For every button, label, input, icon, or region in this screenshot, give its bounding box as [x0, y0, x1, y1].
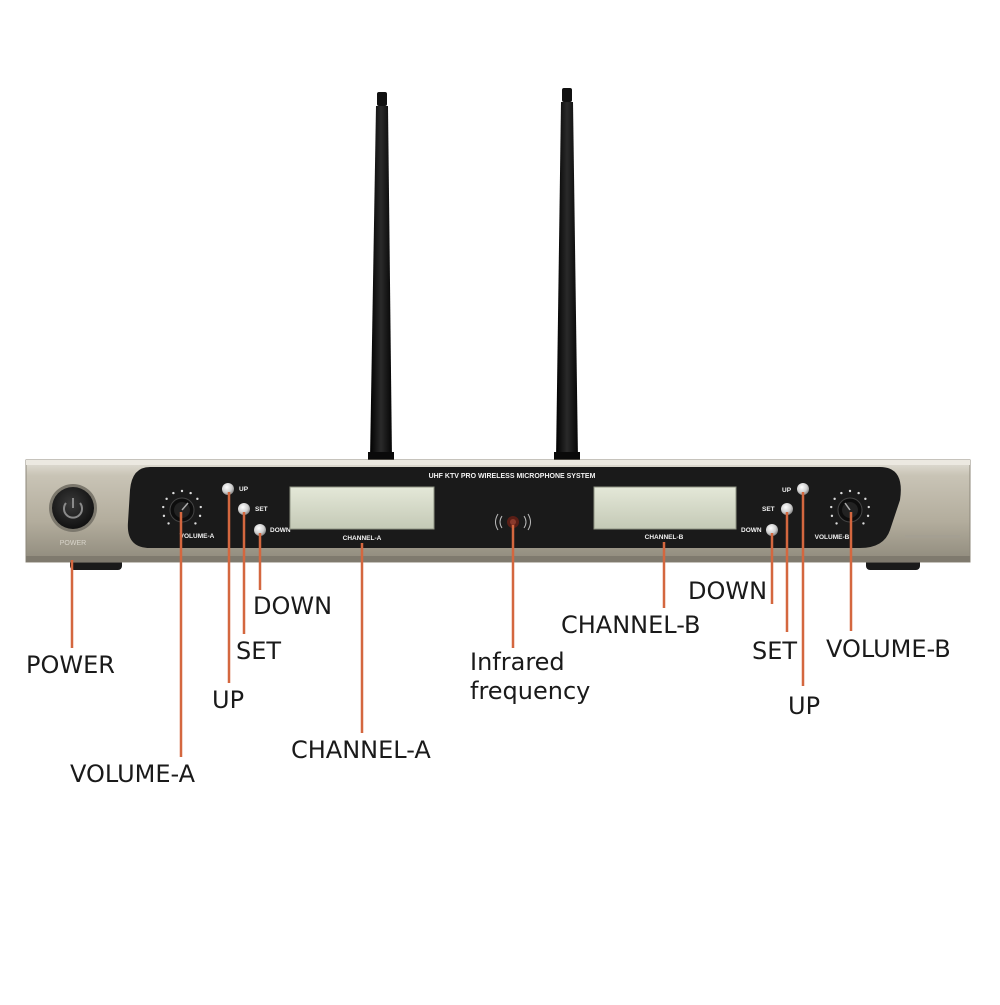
volume-scale-dot: [198, 514, 202, 518]
volume-scale-dot: [857, 491, 860, 495]
callout-infrared-line1: Infrared: [470, 648, 565, 676]
volume-scale-dot: [867, 505, 870, 509]
callout-down-b: DOWN: [688, 577, 768, 605]
volume-scale-dot: [199, 505, 202, 509]
volume-scale-dot: [194, 522, 197, 525]
callout-down-a: DOWN: [253, 592, 333, 620]
volume-scale-dot: [866, 514, 870, 518]
channel-b-display: [593, 486, 737, 530]
volume-scale-dot: [180, 489, 184, 493]
infrared-sensor: [495, 513, 531, 531]
callout-set-b: SET: [752, 637, 798, 665]
antenna-left: [368, 92, 394, 462]
volume-a-engraving: VOLUME-A: [180, 533, 215, 540]
volume-b-engraving: VOLUME-B: [815, 534, 850, 541]
set-a-engraving: SET: [255, 506, 268, 513]
channel-b-engraving: CHANNEL-B: [645, 534, 684, 541]
callout-channel-a: CHANNEL-A: [291, 736, 431, 764]
channel-a-engraving: CHANNEL-A: [343, 535, 382, 542]
antenna-right: [554, 88, 580, 462]
volume-scale-dot: [830, 514, 834, 518]
up-b-engraving: UP: [782, 487, 792, 494]
volume-scale-dot: [196, 497, 199, 501]
channel-a-display: [289, 486, 435, 530]
volume-scale-dot: [162, 514, 166, 518]
model-label: UHF KTV PRO WIRELESS MICROPHONE SYSTEM: [429, 473, 596, 480]
up-a-engraving: UP: [239, 486, 249, 493]
volume-scale-dot: [864, 497, 867, 501]
callout-set-a: SET: [236, 637, 282, 665]
down-a-button[interactable]: [254, 524, 266, 536]
leader-lines: [70, 492, 853, 757]
callout-infrared: Infrared frequency: [470, 648, 590, 706]
volume-scale-dot: [189, 491, 192, 495]
volume-scale-dot: [167, 522, 170, 525]
power-engraving: POWER: [60, 540, 86, 547]
volume-scale-dot: [840, 491, 843, 495]
volume-a-knob[interactable]: [162, 489, 202, 525]
up-a-button[interactable]: [222, 483, 234, 495]
down-b-engraving: DOWN: [741, 527, 762, 534]
callout-infrared-line2: frequency: [470, 677, 591, 705]
set-b-engraving: SET: [762, 506, 775, 513]
callout-volume-b: VOLUME-B: [826, 635, 951, 663]
volume-scale-dot: [165, 497, 168, 501]
callout-volume-a: VOLUME-A: [70, 760, 196, 788]
volume-scale-dot: [848, 489, 852, 493]
callout-channel-b: CHANNEL-B: [561, 611, 701, 639]
volume-scale-dot: [833, 497, 836, 501]
callout-up-b: UP: [788, 692, 821, 720]
volume-scale-dot: [862, 522, 865, 525]
volume-scale-dot: [162, 505, 165, 509]
power-button[interactable]: [49, 484, 97, 532]
down-b-button[interactable]: [766, 524, 778, 536]
up-b-button[interactable]: [797, 483, 809, 495]
chassis-engraving-right: [905, 535, 960, 538]
callout-power: POWER: [26, 651, 115, 679]
volume-scale-dot: [172, 491, 175, 495]
down-a-engraving: DOWN: [270, 527, 291, 534]
volume-b-knob[interactable]: [830, 489, 870, 525]
callout-up-a: UP: [212, 686, 245, 714]
volume-scale-dot: [835, 522, 838, 525]
volume-scale-dot: [830, 505, 833, 509]
set-a-button[interactable]: [238, 503, 250, 515]
set-b-button[interactable]: [781, 503, 793, 515]
